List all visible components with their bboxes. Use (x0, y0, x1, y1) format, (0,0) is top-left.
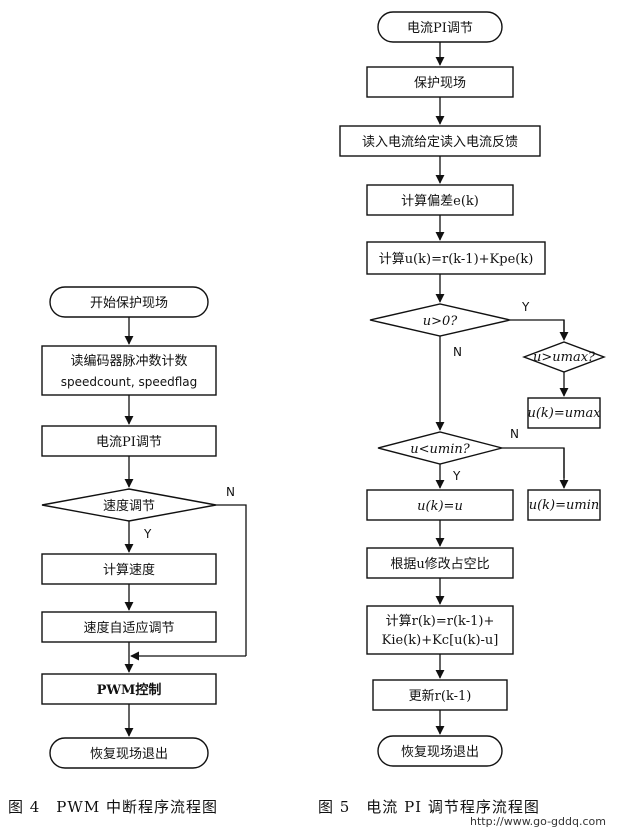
fig5-dec3-no-label: N (510, 427, 519, 441)
fig4-start-label: 开始保护现场 (90, 296, 168, 311)
fig5-set-min-box: u(k)=umin (527, 489, 601, 521)
fig4-adaptive-box: 速度自适应调节 (41, 611, 217, 643)
fig4-caption: 图 4 PWM 中断程序流程图 (8, 798, 218, 816)
fig5-update-box: 更新r(k-1) (372, 679, 508, 711)
fig4-end-terminal: 恢复现场退出 (49, 737, 209, 769)
fig5-calc-u-label: 计算u(k)=r(k-1)+Kpe(k) (379, 252, 534, 267)
fig5-flowchart: 电流PI调节 保护现场 读入电流给定读入电流反馈 计算偏差e(k) 计算u(k)… (318, 11, 606, 828)
fig4-yes-label: Y (143, 527, 152, 541)
fig5-calc-r2-label: Kie(k)+Kc[u(k)-u] (382, 633, 499, 648)
fig5-set-max-label: u(k)=umax (527, 406, 601, 421)
fig5-caption: 图 5 电流 PI 调节程序流程图 (318, 798, 540, 816)
fig5-calc-r1-label: 计算r(k)=r(k-1)+ (386, 614, 495, 629)
fig4-speed-dec-label: 速度调节 (103, 498, 155, 514)
fig5-end-terminal: 恢复现场退出 (377, 735, 503, 767)
fig4-start-terminal: 开始保护现场 (49, 286, 209, 318)
fig4-current-pi-box: 电流PI调节 (41, 425, 217, 457)
fig5-set-u-box: u(k)=u (366, 489, 514, 521)
fig5-dec1-label: u>0? (423, 314, 459, 329)
fig5-dec3-yes-label: Y (452, 469, 461, 483)
fig4-pi-label: 电流PI调节 (96, 435, 162, 450)
fig4-read-encoder-box: 读编码器脉冲数计数 speedcount, speedflag (41, 345, 217, 396)
fig4-read-label: 读编码器脉冲数计数 (70, 354, 187, 369)
fig5-dec1-yes-label: Y (521, 300, 530, 314)
watermark-url: http://www.go-gddq.com (470, 815, 606, 828)
fig5-dec2-label: u>umax? (533, 350, 596, 365)
fig5-end-label: 恢复现场退出 (401, 745, 479, 760)
fig5-u-max-decision: u>umax? (522, 341, 606, 373)
fig4-adaptive-label: 速度自适应调节 (83, 620, 174, 636)
fig4-pwm-box: PWM控制 (41, 673, 217, 705)
fig5-calc-r-box: 计算r(k)=r(k-1)+ Kie(k)+Kc[u(k)-u] (366, 605, 514, 655)
fig5-start-label: 电流PI调节 (407, 21, 473, 36)
fig5-protect-label: 保护现场 (414, 76, 466, 91)
fig4-calc-speed-label: 计算速度 (103, 562, 155, 578)
fig4-speed-decision: 速度调节 (41, 488, 217, 522)
fig4-pwm-label: PWM控制 (97, 682, 162, 698)
fig5-update-label: 更新r(k-1) (409, 688, 472, 704)
fig5-set-max-box: u(k)=umax (527, 397, 601, 429)
fig5-dec3-label: u<umin? (410, 442, 470, 457)
fig5-err-label: 计算偏差e(k) (401, 194, 479, 209)
fig5-error-box: 计算偏差e(k) (366, 184, 514, 216)
fig5-set-min-label: u(k)=umin (529, 498, 600, 513)
fig5-u-positive-decision: u>0? (369, 303, 511, 337)
fig5-protect-box: 保护现场 (366, 66, 514, 98)
fig4-no-label: N (226, 485, 235, 499)
fig5-duty-label: 根据u修改占空比 (390, 557, 489, 572)
fig5-read-label: 读入电流给定读入电流反馈 (362, 135, 518, 150)
fig5-u-min-decision: u<umin? (377, 431, 503, 465)
fig5-calc-u-box: 计算u(k)=r(k-1)+Kpe(k) (366, 241, 546, 275)
fig5-start-terminal: 电流PI调节 (377, 11, 503, 43)
fig4-read-vars-label: speedcount, speedflag (61, 375, 198, 389)
fig5-set-u-label: u(k)=u (417, 499, 463, 514)
fig4-calc-speed-box: 计算速度 (41, 553, 217, 585)
fig5-duty-box: 根据u修改占空比 (366, 547, 514, 579)
fig5-dec1-no-label: N (453, 345, 462, 359)
fig4-end-label: 恢复现场退出 (90, 747, 168, 762)
fig5-read-box: 读入电流给定读入电流反馈 (339, 125, 541, 157)
fig4-flowchart: 开始保护现场 读编码器脉冲数计数 speedcount, speedflag 电… (8, 286, 247, 816)
